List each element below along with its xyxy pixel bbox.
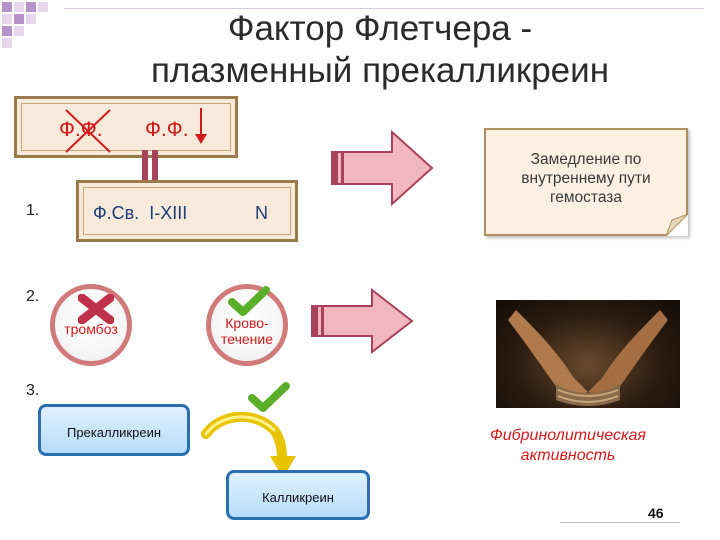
kallikrein-label: Калликреин	[262, 490, 334, 505]
equals-connector	[140, 150, 162, 196]
normal-label: N	[255, 203, 268, 223]
page-number: 46	[648, 505, 664, 521]
prekallikrein-label: Прекалликреин	[66, 425, 162, 440]
factors-box: Ф.Св. I-XIII N	[76, 180, 298, 242]
curved-arrow-icon	[201, 412, 296, 478]
bleeding-label: Крово-течение	[221, 315, 273, 347]
prekallikrein-box: Прекалликреин	[38, 404, 190, 456]
arrow-right-icon	[331, 129, 434, 207]
item-number-3: 3.	[26, 382, 40, 399]
top-rule	[64, 8, 704, 9]
page-number-rule	[560, 522, 680, 523]
ff-box-inner	[21, 103, 231, 151]
cross-icon	[78, 294, 114, 324]
thrombosis-circle: тромбоз	[50, 284, 132, 366]
factors-box-inner	[83, 187, 291, 235]
item-number-2: 2.	[26, 288, 40, 305]
ff-right-label: Ф.Ф.	[145, 118, 189, 141]
corner-decoration	[0, 0, 60, 50]
title-line-1: Фактор Флетчера -	[227, 9, 533, 48]
ff-box: Ф.Ф. Ф.Ф.	[14, 96, 238, 158]
arrow-down-icon	[195, 108, 207, 144]
kallikrein-box: Калликреин	[226, 470, 370, 520]
slide-title: Фактор Флетчера - плазменный прекалликре…	[100, 8, 660, 92]
page-curl	[666, 214, 688, 236]
note-box: Замедление по внутреннему пути гемостаза	[484, 128, 688, 236]
bleeding-circle: Крово-течение	[206, 284, 288, 366]
factors-label: Ф.Св. I-XIII	[93, 203, 188, 223]
bound-hands-photo	[496, 300, 680, 408]
item-number-1: 1.	[26, 202, 40, 219]
check-icon	[228, 286, 270, 316]
title-line-2: плазменный прекалликреин	[150, 51, 610, 90]
thrombosis-label: тромбоз	[64, 321, 118, 337]
check-icon	[248, 382, 290, 412]
fibrinolytic-activity-text: Фибринолитическая активность	[490, 427, 646, 464]
cross-icon	[65, 109, 111, 153]
note-text: Замедление по внутреннему пути гемостаза	[521, 151, 651, 206]
arrow-right-icon	[311, 287, 414, 355]
